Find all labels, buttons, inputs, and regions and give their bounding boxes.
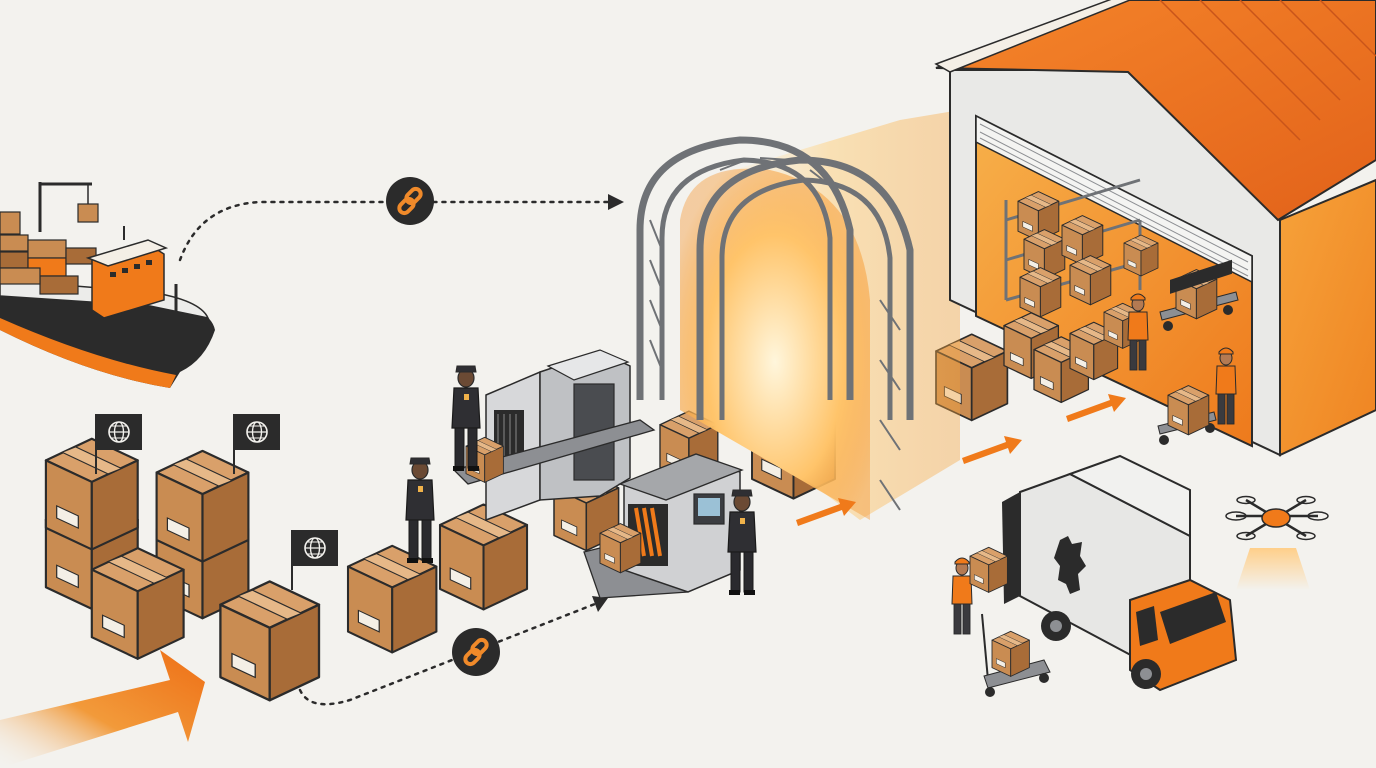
hand-cart bbox=[981, 613, 1051, 697]
dotted-route-top bbox=[178, 194, 624, 262]
warehouse bbox=[934, 0, 1376, 457]
delivery-truck bbox=[1002, 259, 1238, 692]
cargo-stack-left bbox=[44, 437, 321, 702]
hand-cart bbox=[1157, 385, 1217, 445]
direction-arrow-icon bbox=[796, 394, 1126, 526]
cargo-ship bbox=[0, 182, 215, 388]
drone-icon bbox=[1225, 495, 1329, 590]
link-icon bbox=[450, 626, 502, 678]
globe-flag-icon bbox=[291, 529, 339, 591]
glowing-arch-gate bbox=[640, 110, 960, 521]
link-icon bbox=[384, 175, 436, 227]
delivery-worker bbox=[951, 557, 973, 635]
direction-arrow-icon bbox=[0, 650, 205, 768]
dotted-route-bottom bbox=[298, 596, 608, 706]
security-scanner-back bbox=[452, 349, 656, 522]
globe-flag-icon bbox=[233, 413, 281, 475]
customs-officer bbox=[405, 457, 435, 564]
warehouse-trolley bbox=[1159, 269, 1239, 331]
security-scanner-front bbox=[465, 436, 744, 599]
